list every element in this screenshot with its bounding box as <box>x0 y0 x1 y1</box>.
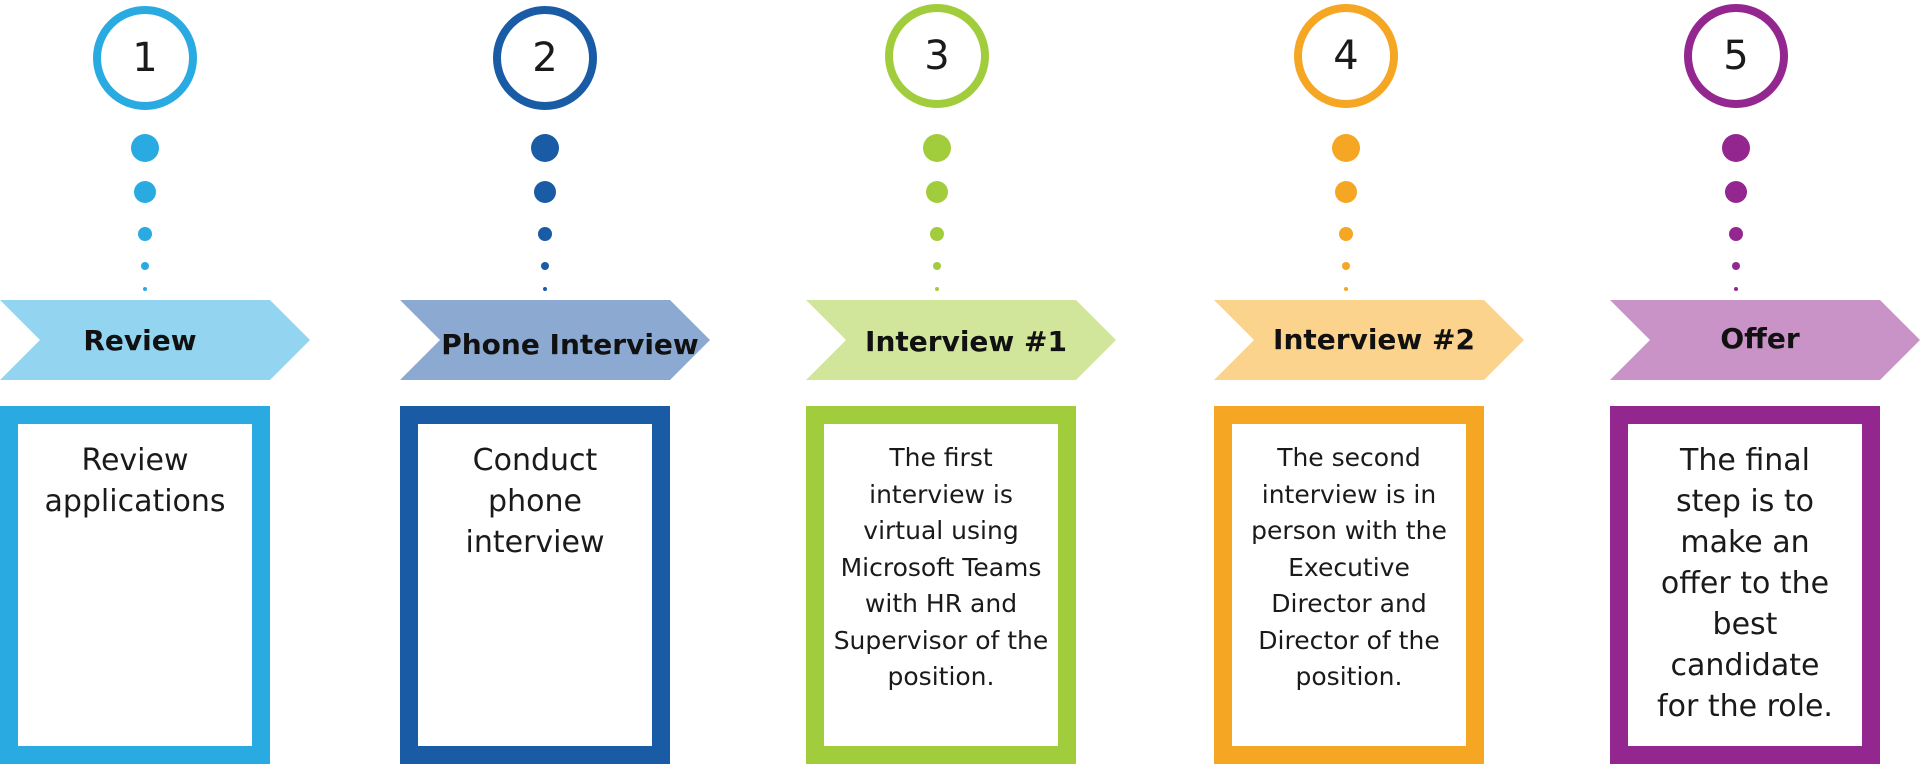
step-description-box: Review applications <box>0 406 270 764</box>
connector-dot <box>138 227 152 241</box>
connector-dot <box>926 181 948 203</box>
step-banner-shape <box>1214 300 1524 380</box>
connector-dot <box>1734 287 1738 291</box>
step-banner: Offer <box>1610 300 1920 380</box>
step-number-circle: 1 <box>93 6 197 110</box>
step-description: Review applications <box>44 443 226 519</box>
connector-dot <box>141 262 149 270</box>
connector-dot <box>1342 262 1350 270</box>
step-number: 1 <box>132 35 158 81</box>
step-number: 5 <box>1723 33 1749 79</box>
step-description: The second interview is in person with t… <box>1251 443 1447 691</box>
step-description-box: The second interview is in person with t… <box>1214 406 1484 764</box>
connector-dot <box>935 287 939 291</box>
step-number: 2 <box>532 35 558 81</box>
step-label: Review <box>83 323 197 357</box>
step-banner-shape <box>806 300 1116 380</box>
connector-dot <box>1725 181 1747 203</box>
step-description-box: The final step is to make an offer to th… <box>1610 406 1880 764</box>
connector-dot <box>930 227 944 241</box>
connector-dot <box>1344 287 1348 291</box>
step-2: 2 Phone Interview Conduct phone intervie… <box>400 0 710 764</box>
connector-dot <box>541 262 549 270</box>
step-description: Conduct phone interview <box>465 443 605 560</box>
step-number: 4 <box>1333 33 1359 79</box>
step-4: 4 Interview #2 The second interview is i… <box>1214 0 1524 764</box>
connector-dot <box>1339 227 1353 241</box>
connector-dot <box>923 134 951 162</box>
connector-dot <box>1732 262 1740 270</box>
step-description: The first interview is virtual using Mic… <box>833 443 1049 691</box>
connector-dot <box>1722 134 1750 162</box>
connector-dot <box>134 181 156 203</box>
step-number-circle: 2 <box>493 6 597 110</box>
connector-dot <box>143 287 147 291</box>
step-number-circle: 4 <box>1294 4 1398 108</box>
connector-dot <box>933 262 941 270</box>
step-description: The final step is to make an offer to th… <box>1657 443 1833 724</box>
step-1: 1 Review Review applications <box>0 0 310 764</box>
step-banner-shape <box>1610 300 1920 380</box>
connector-dot <box>1332 134 1360 162</box>
connector-dot <box>1729 227 1743 241</box>
step-number-circle: 5 <box>1684 4 1788 108</box>
connector-dot <box>538 227 552 241</box>
connector-dot <box>531 134 559 162</box>
step-number-circle: 3 <box>885 4 989 108</box>
step-label: Interview #2 <box>1273 322 1475 356</box>
step-banner: Interview #1 <box>806 300 1116 380</box>
step-3: 3 Interview #1 The first interview is vi… <box>806 0 1116 764</box>
step-label: Offer <box>1720 321 1800 355</box>
step-label: Phone Interview <box>441 327 699 361</box>
step-banner-shape <box>400 300 710 380</box>
connector-dot <box>131 134 159 162</box>
step-description-box: Conduct phone interview <box>400 406 670 764</box>
connector-dot <box>543 287 547 291</box>
step-number: 3 <box>924 33 950 79</box>
step-banner-shape <box>0 300 310 380</box>
step-5: 5 Offer The final step is to make an off… <box>1610 0 1920 764</box>
step-label: Interview #1 <box>865 324 1067 358</box>
step-banner: Interview #2 <box>1214 300 1524 380</box>
connector-dot <box>1335 181 1357 203</box>
step-banner: Phone Interview <box>400 300 710 380</box>
step-banner: Review <box>0 300 310 380</box>
step-description-box: The first interview is virtual using Mic… <box>806 406 1076 764</box>
connector-dot <box>534 181 556 203</box>
